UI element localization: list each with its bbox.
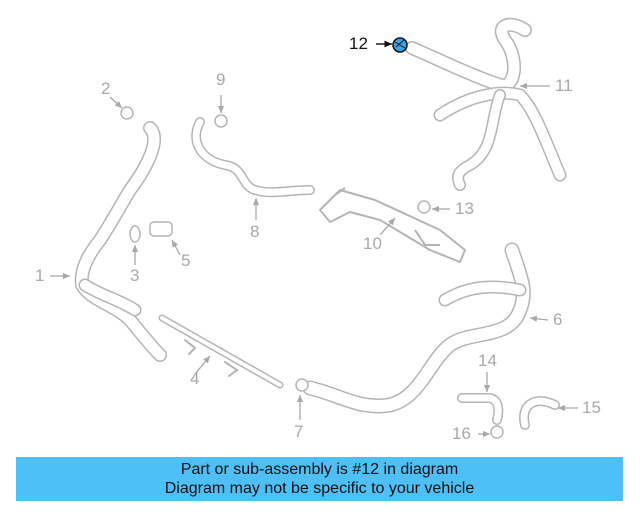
hose-14 — [457, 393, 504, 425]
callout-9[interactable]: 9 — [216, 70, 226, 89]
hose-6 — [302, 242, 531, 414]
callout-4[interactable]: 4 — [190, 369, 200, 388]
callout-6[interactable]: 6 — [553, 310, 563, 329]
callout-14[interactable]: 14 — [478, 351, 497, 370]
hose-1 — [74, 121, 167, 362]
callout-3[interactable]: 3 — [130, 266, 140, 285]
info-banner: Part or sub-assembly is #12 in diagram D… — [16, 457, 623, 501]
bracket-10 — [319, 187, 466, 263]
callout-5[interactable]: 5 — [181, 251, 191, 270]
hose-11 — [405, 17, 567, 191]
callout-2[interactable]: 2 — [101, 79, 111, 98]
callout-8[interactable]: 8 — [250, 222, 260, 241]
leader-arrows — [50, 82, 578, 438]
callout-16[interactable]: 16 — [452, 424, 471, 443]
banner-line-2: Diagram may not be specific to your vehi… — [164, 480, 475, 497]
callout-12[interactable]: 12 — [349, 34, 368, 53]
part-12-clamp-icon[interactable] — [392, 37, 408, 53]
callout-11[interactable]: 11 — [555, 76, 573, 95]
pipe-4 — [158, 314, 284, 389]
callout-7[interactable]: 7 — [294, 422, 304, 441]
small-parts — [120, 106, 504, 439]
hose-15 — [519, 396, 560, 430]
hose-8 — [191, 117, 315, 198]
callout-13[interactable]: 13 — [455, 199, 474, 218]
callout-10[interactable]: 10 — [363, 234, 382, 253]
parts-diagram — [50, 17, 578, 439]
banner-line-1: Part or sub-assembly is #12 in diagram — [180, 461, 459, 478]
callout-1[interactable]: 1 — [35, 266, 45, 285]
callout-15[interactable]: 15 — [582, 398, 601, 417]
